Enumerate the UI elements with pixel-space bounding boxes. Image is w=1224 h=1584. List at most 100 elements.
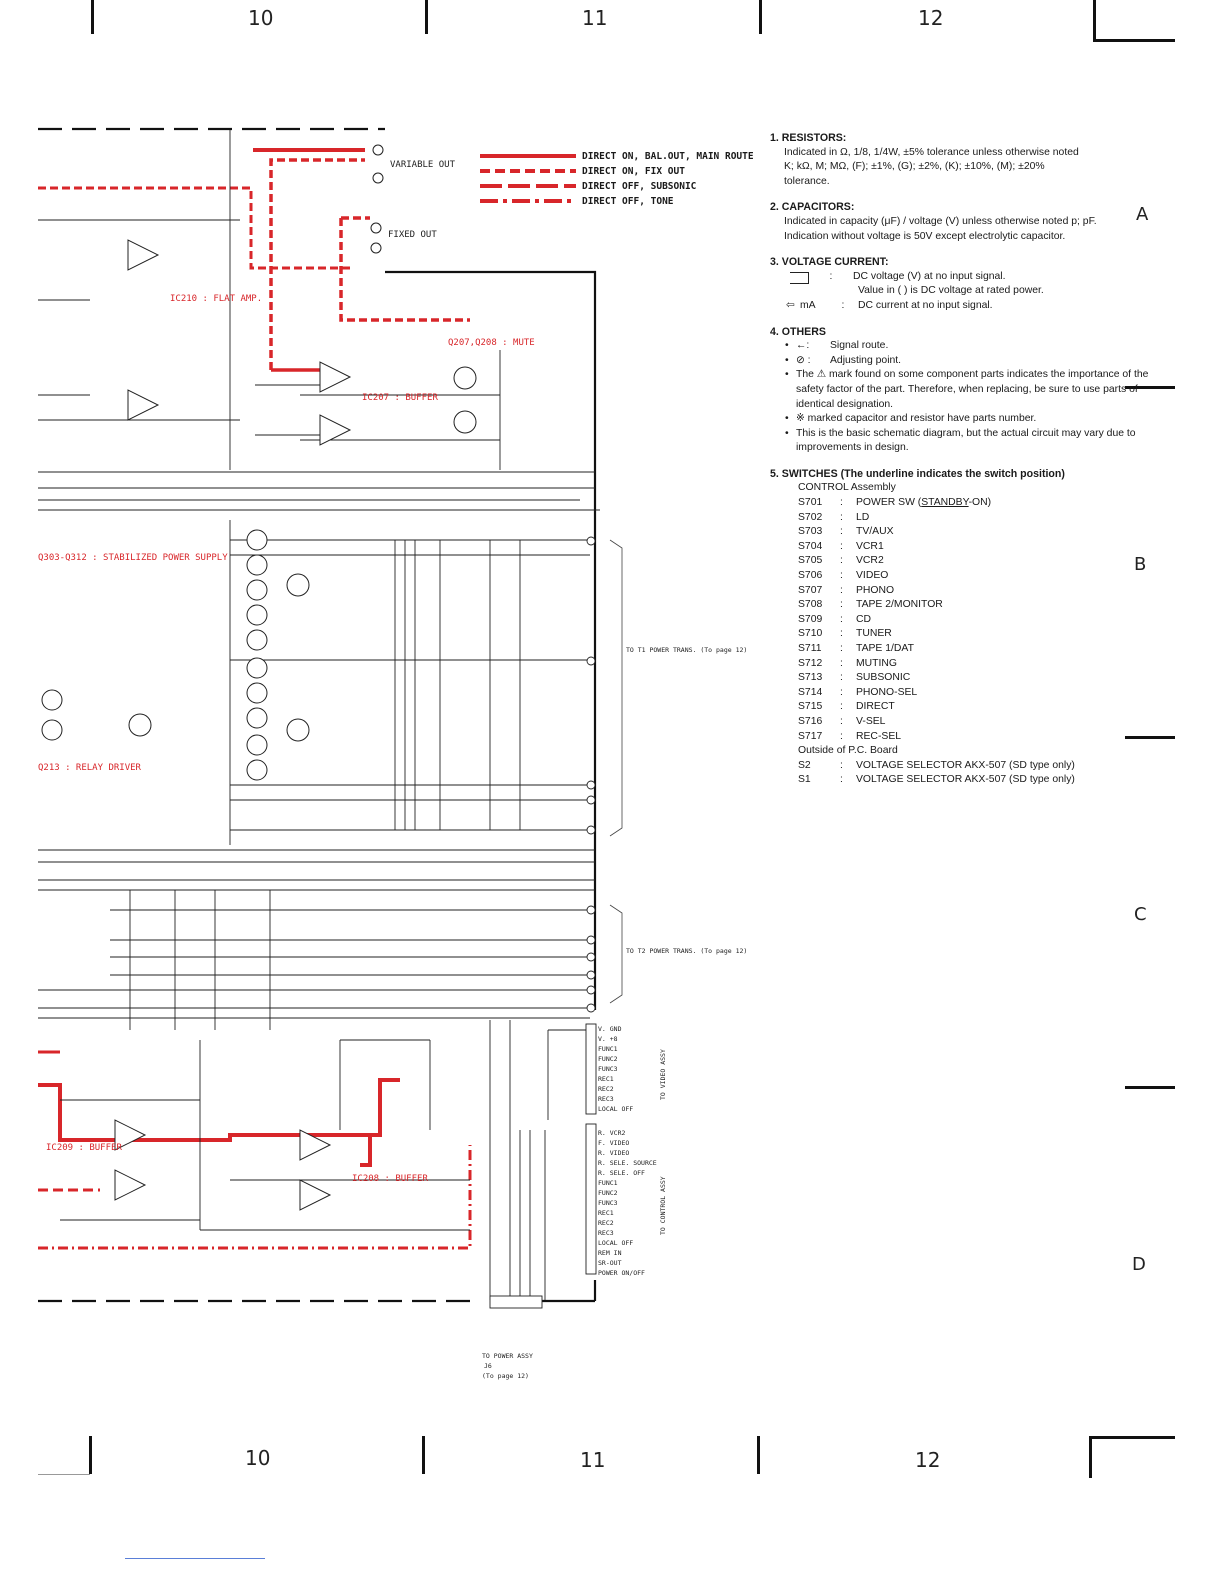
note-title: 2. CAPACITORS:	[770, 201, 855, 214]
switch-outside: Outside of P.C. Board	[798, 745, 898, 757]
board-outline-solid	[385, 270, 597, 1303]
frame-tick	[91, 0, 94, 34]
switch-name: TAPE 2/MONITOR	[856, 599, 943, 611]
switch-name: VOLTAGE SELECTOR AKX-507 (SD type only)	[856, 759, 1075, 771]
cn1-pin: F. VIDEO	[598, 1139, 629, 1147]
ic208-label: IC208 : BUFFER	[352, 1174, 428, 1184]
switch-row: S704:VCR1	[770, 540, 1150, 555]
switch-id: S711	[798, 643, 822, 654]
switch-row: S716:V-SEL	[770, 715, 1150, 730]
note-capacitors: 2. CAPACITORS: Indicated in capacity (μF…	[770, 200, 1150, 244]
j7-pin: FUNC2	[598, 1055, 618, 1063]
j7-pin: REC3	[598, 1095, 614, 1103]
switch-name: LD	[856, 511, 870, 523]
brackets	[609, 539, 623, 1004]
switch-name: PHONO	[856, 584, 895, 596]
note-line: Indication without voltage is 50V except…	[784, 230, 1066, 242]
row-divider	[1125, 1086, 1175, 1089]
switch-id: S705	[798, 555, 823, 567]
note-line: DC current at no input signal.	[858, 299, 993, 311]
note-title: 5. SWITCHES (The underline indicates the…	[770, 467, 1065, 480]
ic207-label: IC207 : BUFFER	[362, 393, 438, 403]
to-t1-label: TO T1 POWER TRANS. (To page 12)	[626, 646, 747, 654]
arrow-left-icon: ←:	[796, 340, 810, 352]
switch-row: S714:PHONO-SEL	[770, 686, 1150, 701]
cn1-pin: REM IN	[598, 1249, 622, 1257]
switch-id: S717	[798, 730, 823, 742]
cn1-pin-labels: R. VCR2 F. VIDEO R. VIDEO R. SELE. SOURC…	[598, 1129, 657, 1277]
switch-id: S702	[798, 511, 823, 523]
j7-pin: FUNC3	[598, 1065, 618, 1073]
note-others: 4. OTHERS ←: Signal route. ⊘ : Adjusting…	[770, 325, 1150, 456]
to-t2-label: TO T2 POWER TRANS. (To page 12)	[626, 947, 747, 955]
board-outline	[38, 127, 480, 1303]
cn1-pin: FUNC2	[598, 1189, 618, 1197]
others-item: ←: Signal route.	[770, 339, 1150, 354]
note-voltage: 3. VOLTAGE CURRENT: : DC voltage (V) at …	[770, 255, 1150, 313]
voltage-box-icon	[790, 271, 809, 284]
switch-name: TAPE 1/DAT	[856, 643, 914, 654]
switch-id: S706	[798, 570, 823, 582]
switch-id: S709	[798, 613, 823, 625]
switch-row: S702:LD	[770, 511, 1150, 526]
note-title: 1. RESISTORS:	[770, 132, 847, 144]
others-item: This is the basic schematic diagram, but…	[770, 427, 1150, 456]
switch-row: S708:TAPE 2/MONITOR	[770, 598, 1150, 613]
legend-item: DIRECT OFF, TONE	[582, 196, 674, 207]
note-line: Value in ( ) is DC voltage at rated powe…	[858, 285, 1044, 297]
relay-driver-label: Q213 : RELAY DRIVER	[38, 763, 142, 773]
column-number: 12	[915, 1448, 941, 1472]
switch-id: S716	[798, 715, 823, 727]
link-underline	[125, 1558, 265, 1559]
switch-row: S717:REC-SEL	[770, 730, 1150, 745]
to-power-page: (To page 12)	[482, 1372, 529, 1380]
frame-tick	[422, 1436, 425, 1474]
arrow-left-icon: ⇦	[786, 299, 795, 311]
switch-id: S712	[798, 657, 823, 669]
q207-q208-label: Q207,Q208 : MUTE	[448, 338, 535, 348]
legend-lines	[480, 154, 576, 203]
current-row: ⇦ mA : DC current at no input signal.	[770, 299, 1150, 314]
switch-row: S707:PHONO	[770, 584, 1150, 599]
switch-assembly: CONTROL Assembly	[798, 482, 896, 494]
switch-name: TUNER	[856, 628, 892, 640]
switch-id: S708	[798, 599, 823, 611]
j7-pin-labels: V. GND V. +8 FUNC1 FUNC2 FUNC3 REC1 REC2…	[598, 1025, 633, 1113]
switch-id: S704	[798, 540, 823, 552]
j7-pin: REC2	[598, 1085, 614, 1093]
switch-row: S712:MUTING	[770, 657, 1150, 672]
switch-name: DIRECT	[856, 701, 895, 713]
frame-tick	[759, 0, 762, 34]
note-line: tolerance.	[784, 175, 830, 187]
row-letter: A	[1136, 204, 1149, 225]
note-resistors: 1. RESISTORS: Indicated in Ω, 1/8, 1/4W,…	[770, 131, 1150, 189]
switch-row: S703:TV/AUX	[770, 525, 1150, 540]
switch-row: S709:CD	[770, 613, 1150, 628]
frame-line	[38, 1474, 90, 1475]
to-video-label: TO VIDEO ASSY	[659, 1049, 667, 1100]
j7-pin: REC1	[598, 1075, 614, 1083]
cn1-pin: R. SELE. SOURCE	[598, 1159, 657, 1167]
switch-name: POWER SW (STANDBY-ON)	[856, 497, 992, 509]
switch-name: MUTING	[856, 657, 897, 669]
frame-corner	[1089, 1436, 1092, 1478]
switch-name: CD	[856, 613, 872, 625]
switch-name: V-SEL	[856, 715, 886, 727]
legend-item: DIRECT OFF, SUBSONIC	[582, 181, 697, 192]
row-letter: B	[1134, 554, 1147, 575]
switch-row: S715:DIRECT	[770, 700, 1150, 715]
column-number: 11	[580, 1448, 606, 1472]
signal-routes	[38, 148, 472, 1250]
column-number: 12	[918, 6, 944, 30]
adjust-icon: ⊘ :	[796, 354, 811, 366]
ic210-label: IC210 : FLAT AMP.	[170, 294, 262, 304]
cn1-pin: SR-OUT	[598, 1259, 622, 1267]
switch-row: S701:POWER SW (STANDBY-ON)	[770, 496, 1150, 511]
frame-corner	[1089, 1436, 1175, 1439]
cn1-pin: REC2	[598, 1219, 614, 1227]
power-supply-label: Q303-Q312 : STABILIZED POWER SUPPLY	[38, 553, 228, 563]
wiring	[38, 130, 600, 1300]
frame-tick	[425, 0, 428, 34]
switch-name: VCR2	[856, 555, 884, 567]
